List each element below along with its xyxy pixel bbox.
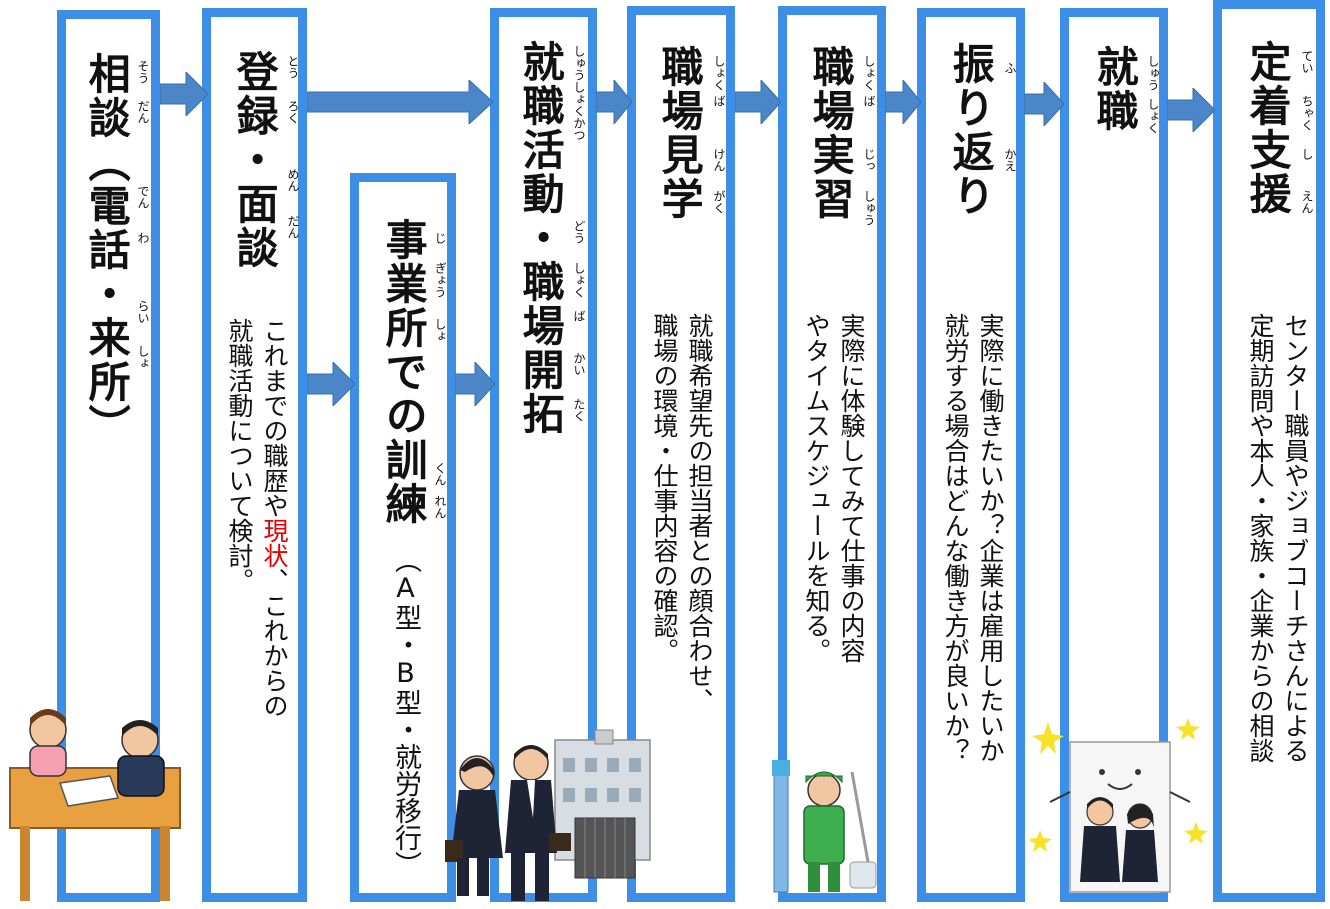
ruby: わ	[136, 232, 150, 244]
step-kunren-title: 事業所での訓練	[379, 218, 429, 526]
consultation-illustration-icon	[9, 709, 181, 901]
step-touroku-desc-line2: 就職活動について検討。	[225, 318, 254, 593]
ruby: ば	[572, 310, 586, 322]
ruby: とう	[286, 55, 300, 79]
step-jisshu-desc-line1: 実際に体験してみて仕事の内容	[837, 313, 866, 663]
step-furikaeri-panel	[917, 8, 1025, 902]
ruby: らい	[136, 300, 150, 324]
ruby: しょく	[712, 55, 726, 91]
ruby: しゅう	[862, 190, 876, 226]
ruby: だん	[286, 215, 300, 239]
arrow-right-icon	[307, 80, 493, 124]
worker-illustration-icon	[772, 760, 877, 893]
step-touroku-title: 登録・面談	[230, 50, 280, 270]
step-teichaku-desc-line1: センター職員やジョブコーチさんによる	[1281, 313, 1310, 763]
ruby: じっ	[862, 148, 876, 172]
step-teichaku-desc-line2: 定期訪問や本人・家族・企業からの相談	[1246, 313, 1275, 763]
ruby: だん	[136, 100, 150, 124]
step-furikaeri-desc-line2: 就労する場合はどんな働き方が良いか？	[941, 313, 970, 763]
ruby: しょく	[1146, 98, 1160, 134]
step-soudan-panel	[57, 10, 160, 902]
step-teichaku-title: 定着支援	[1243, 40, 1293, 216]
arrow-right-icon	[596, 80, 632, 124]
arrow-right-icon	[1024, 82, 1064, 126]
ruby: かい	[572, 352, 586, 376]
step-kunren-panel	[350, 173, 456, 902]
ruby: てい	[1300, 50, 1314, 74]
step-furikaeri-title: 振り返り	[946, 42, 996, 218]
step-teichaku-panel	[1213, 0, 1325, 902]
ruby: しょ	[433, 318, 447, 342]
arrow-right-icon	[160, 72, 208, 116]
step-furikaeri-desc-line1: 実際に働きたいか？企業は雇用したいか	[976, 313, 1005, 763]
step-shushoku-title: 就職	[1090, 45, 1140, 133]
ruby: ぎょう	[433, 262, 447, 298]
arrow-right-icon	[307, 362, 355, 406]
ruby: しゅうしょくかつ	[572, 45, 586, 141]
step-kengaku-desc-line1: 就職希望先の担当者との顔合わせ、	[685, 313, 714, 713]
ruby: どう	[572, 220, 586, 244]
arrow-right-icon	[735, 80, 781, 124]
step-kunren-sub: （A型・B型・就労移行）	[390, 546, 421, 878]
arrow-right-icon	[885, 80, 921, 124]
step-jisshu-title: 職場実習	[806, 45, 856, 221]
ruby: しょく	[572, 262, 586, 298]
ruby: しょく	[862, 55, 876, 91]
step-touroku-panel	[202, 8, 307, 902]
step-jisshu-panel	[778, 6, 886, 902]
ruby: ば	[862, 95, 876, 107]
ruby: しょ	[136, 345, 150, 369]
step-kengaku-desc-line2: 職場の環境・仕事内容の確認。	[650, 313, 679, 663]
ruby: ふ	[1003, 62, 1017, 74]
ruby: ろく	[286, 100, 300, 124]
step-jisshu-desc-line2: やタイムスケジュールを知る。	[802, 313, 831, 663]
ruby: ば	[712, 95, 726, 107]
ruby: しゅう	[1146, 55, 1160, 91]
ruby: ちゃく	[1300, 95, 1314, 131]
arrow-right-icon	[455, 362, 495, 406]
ruby: めん	[286, 168, 300, 192]
step-touroku-desc-line1: これまでの職歴や現状、これからの	[260, 318, 289, 718]
employment-illustration-icon	[1030, 718, 1208, 893]
ruby: たく	[572, 398, 586, 422]
ruby: かえ	[1003, 148, 1017, 172]
ruby: そう	[136, 60, 150, 84]
ruby: じ	[433, 232, 447, 244]
ruby: でん	[136, 185, 150, 209]
ruby: れん	[433, 495, 447, 519]
ruby: し	[1300, 148, 1314, 160]
ruby: えん	[1300, 190, 1314, 214]
arrow-right-icon	[1167, 88, 1215, 132]
job-hunting-illustration-icon	[445, 729, 651, 901]
step-soudan-title: 相談（電話・来所）	[82, 52, 132, 448]
step-kengaku-title: 職場見学	[655, 45, 705, 221]
step-katsudou-title: 就職活動・職場開拓	[516, 40, 566, 436]
ruby: くん	[433, 462, 447, 486]
highlight-text: 現状	[260, 518, 289, 568]
ruby: がく	[712, 190, 726, 214]
ruby: けん	[712, 148, 726, 172]
